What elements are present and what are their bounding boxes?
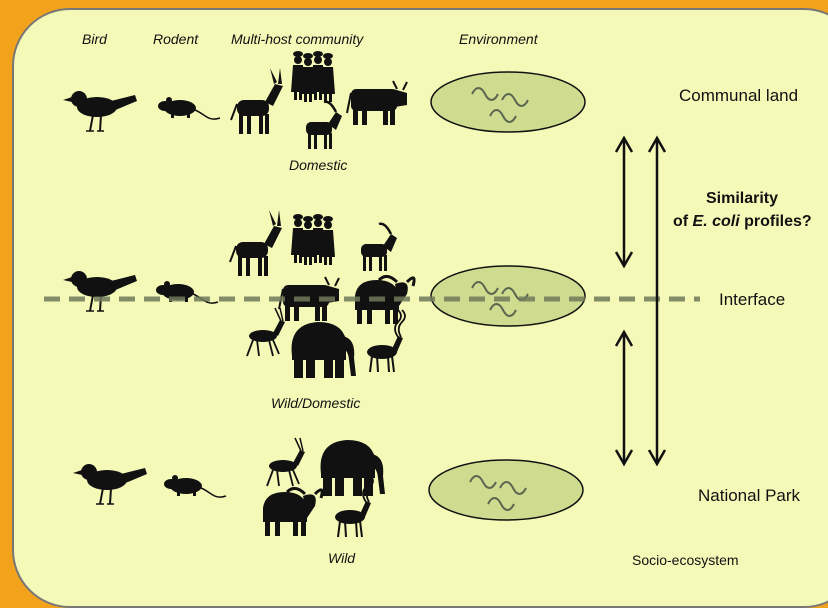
rodent-icon	[164, 475, 226, 497]
donkey-icon	[230, 210, 282, 276]
zone-interface: Interface	[719, 290, 785, 310]
caption-wild-domestic: Wild/Domestic	[271, 395, 360, 411]
question-suffix: profiles?	[740, 213, 812, 230]
bird-icon	[73, 464, 147, 504]
people-icon	[291, 51, 335, 102]
footer-socio-ecosystem: Socio-ecosystem	[632, 552, 739, 568]
question-prefix: of	[673, 213, 693, 230]
antelope-icon	[267, 438, 305, 486]
rodent-icon	[158, 97, 220, 119]
elephant-icon	[321, 440, 385, 496]
cow-icon	[347, 81, 407, 125]
zone-communal-land: Communal land	[679, 86, 798, 106]
bird-icon	[63, 271, 137, 311]
question-line1: Similarity	[706, 190, 778, 208]
goat-icon	[306, 102, 342, 149]
double-arrow-icon	[616, 138, 632, 266]
caption-wild: Wild	[328, 550, 355, 566]
bird-icon	[63, 91, 137, 131]
goat-icon	[361, 224, 397, 271]
header-environment: Environment	[459, 31, 538, 47]
bacteria-icon	[431, 266, 585, 326]
caption-domestic: Domestic	[289, 157, 347, 173]
header-community: Multi-host community	[231, 31, 363, 47]
bacteria-icon	[429, 460, 583, 520]
buffalo-icon	[263, 488, 322, 536]
question-line2: of E. coli profiles?	[673, 213, 812, 231]
antelope-icon	[247, 308, 285, 356]
zone-national-park: National Park	[698, 486, 800, 506]
people-icon	[291, 214, 335, 265]
question-species: E. coli	[693, 213, 740, 230]
donkey-icon	[231, 68, 283, 134]
bacteria-icon	[431, 72, 585, 132]
elephant-icon	[292, 322, 356, 378]
double-arrow-icon	[616, 332, 632, 464]
header-rodent: Rodent	[153, 31, 198, 47]
header-bird: Bird	[82, 31, 107, 47]
